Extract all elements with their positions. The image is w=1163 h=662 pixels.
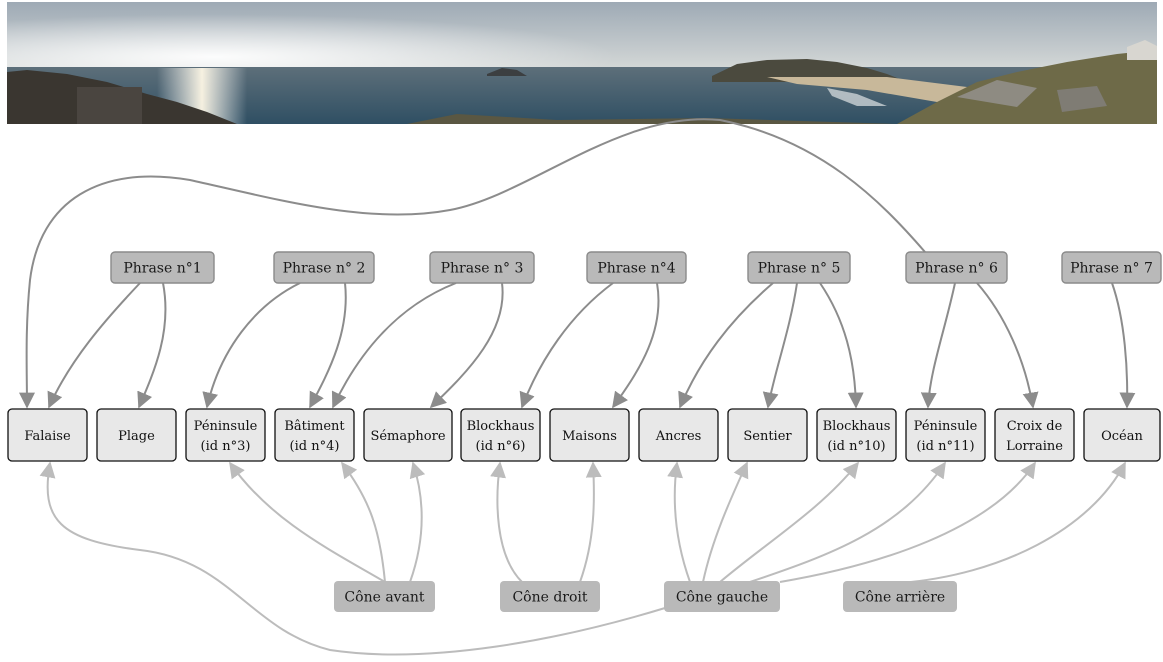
edge-phrase2-peninsule3: [202, 282, 301, 409]
object-label-peninsule-3-line2: (id n°3): [201, 439, 251, 454]
edge-phrase6-falaise: [18, 118, 926, 409]
cone-label-avant: Cône avant: [344, 590, 425, 606]
object-node-blockhaus-10[interactable]: Blockhaus (id n°10): [816, 408, 897, 462]
object-node-maisons[interactable]: Maisons: [549, 408, 630, 462]
edge-conedroit-maisons: [579, 461, 602, 583]
phrase-label-7: Phrase n° 7: [1070, 261, 1153, 277]
object-node-ocean[interactable]: Océan: [1083, 408, 1161, 462]
phrase-node-3[interactable]: Phrase n° 3: [429, 251, 535, 284]
edge-phrase3-semaphore: [429, 282, 504, 409]
object-label-peninsule-11-line1: Péninsule: [914, 419, 978, 434]
object-label-plage: Plage: [118, 429, 155, 444]
edge-conegauche-croix: [779, 461, 1036, 583]
edge-conegauche-sentier: [702, 461, 749, 583]
edge-phrase3-batiment4: [331, 282, 457, 409]
object-label-peninsule-3-line1: Péninsule: [194, 419, 258, 434]
object-label-blockhaus-6-line1: Blockhaus: [467, 419, 535, 434]
object-label-blockhaus-10-line1: Blockhaus: [823, 419, 891, 434]
phrase-nodes: Phrase n°1 Phrase n° 2 Phrase n° 3 Phras…: [110, 251, 1162, 284]
edge-conegauche-blockhaus10: [719, 461, 860, 583]
object-label-ancres: Ancres: [655, 429, 702, 444]
object-node-falaise[interactable]: Falaise: [7, 408, 88, 462]
phrase-edges: [18, 118, 1136, 409]
object-node-blockhaus-6[interactable]: Blockhaus (id n°6): [460, 408, 541, 462]
edge-phrase7-ocean: [1111, 282, 1136, 409]
cone-label-droit: Cône droit: [512, 590, 587, 606]
object-node-plage[interactable]: Plage: [96, 408, 177, 462]
object-label-ocean: Océan: [1101, 429, 1143, 444]
edge-phrase5-blockhaus10: [819, 282, 864, 409]
object-node-peninsule-3[interactable]: Péninsule (id n°3): [185, 408, 266, 462]
cone-node-arriere[interactable]: Cône arrière: [843, 581, 957, 612]
object-label-maisons: Maisons: [562, 429, 617, 444]
cone-label-arriere: Cône arrière: [855, 590, 945, 606]
object-label-batiment-4-line2: (id n°4): [290, 439, 340, 454]
cone-node-gauche[interactable]: Cône gauche: [664, 581, 780, 612]
object-label-blockhaus-10-line2: (id n°10): [827, 439, 885, 454]
phrase-node-1[interactable]: Phrase n°1: [110, 251, 215, 284]
edge-phrase1-plage: [137, 282, 167, 409]
edge-coneavant-peninsule3: [229, 461, 386, 583]
object-node-croix-de-lorraine[interactable]: Croix de Lorraine: [994, 408, 1075, 462]
object-node-ancres[interactable]: Ancres: [638, 408, 719, 462]
edge-conedroit-blockhaus6: [490, 461, 523, 583]
cone-node-droit[interactable]: Cône droit: [500, 581, 600, 612]
object-node-batiment-4[interactable]: Bâtiment (id n°4): [274, 408, 355, 462]
edge-conegauche-peninsule11: [749, 461, 946, 583]
phrase-node-4[interactable]: Phrase n°4: [586, 251, 687, 284]
edge-phrase5-sentier: [762, 282, 798, 409]
edge-coneavant-semaphore: [409, 461, 426, 583]
object-node-sentier[interactable]: Sentier: [727, 408, 808, 462]
phrase-node-5[interactable]: Phrase n° 5: [747, 251, 851, 284]
object-nodes: Falaise Plage Péninsule (id n°3) Bâtimen…: [7, 408, 1161, 462]
edge-coneavant-batiment4: [341, 461, 386, 583]
edge-phrase4-blockhaus6: [519, 282, 614, 409]
object-label-peninsule-11-line2: (id n°11): [916, 439, 974, 454]
edge-phrase6-peninsule11: [920, 282, 956, 409]
phrase-node-6[interactable]: Phrase n° 6: [905, 251, 1008, 284]
object-label-croix-line1: Croix de: [1007, 419, 1063, 434]
phrase-label-6: Phrase n° 6: [915, 261, 998, 277]
edge-conegauche-ancres: [667, 461, 691, 583]
cone-nodes: Cône avant Cône droit Cône gauche Cône a…: [334, 581, 957, 612]
phrase-node-7[interactable]: Phrase n° 7: [1061, 251, 1162, 284]
phrase-label-1: Phrase n°1: [123, 261, 201, 277]
edge-phrase5-ancres: [678, 282, 774, 409]
phrase-node-2[interactable]: Phrase n° 2: [273, 251, 375, 284]
object-label-sentier: Sentier: [743, 429, 792, 444]
edge-conearriere-ocean: [899, 461, 1126, 584]
phrase-label-3: Phrase n° 3: [441, 261, 524, 277]
panorama-image: [7, 2, 1157, 124]
object-label-falaise: Falaise: [24, 429, 71, 444]
edge-phrase2-batiment4: [309, 282, 347, 409]
object-label-semaphore: Sémaphore: [370, 429, 445, 444]
object-node-peninsule-11[interactable]: Péninsule (id n°11): [905, 408, 986, 462]
object-label-blockhaus-6-line2: (id n°6): [476, 439, 526, 454]
panorama-photo: [7, 2, 1157, 124]
edge-phrase4-maisons: [612, 282, 660, 409]
object-node-semaphore[interactable]: Sémaphore: [363, 408, 453, 462]
object-label-batiment-4-line1: Bâtiment: [284, 419, 345, 434]
cone-node-avant[interactable]: Cône avant: [334, 581, 435, 612]
phrase-label-2: Phrase n° 2: [283, 261, 366, 277]
object-label-croix-line2: Lorraine: [1006, 439, 1063, 454]
edge-phrase6-croix: [976, 282, 1039, 409]
cone-edges: [39, 461, 1126, 656]
phrase-label-4: Phrase n°4: [597, 261, 675, 277]
edge-phrase1-falaise: [47, 282, 141, 409]
edge-conegauche-falaise: [39, 461, 666, 656]
phrase-label-5: Phrase n° 5: [758, 261, 841, 277]
cone-label-gauche: Cône gauche: [676, 590, 768, 606]
